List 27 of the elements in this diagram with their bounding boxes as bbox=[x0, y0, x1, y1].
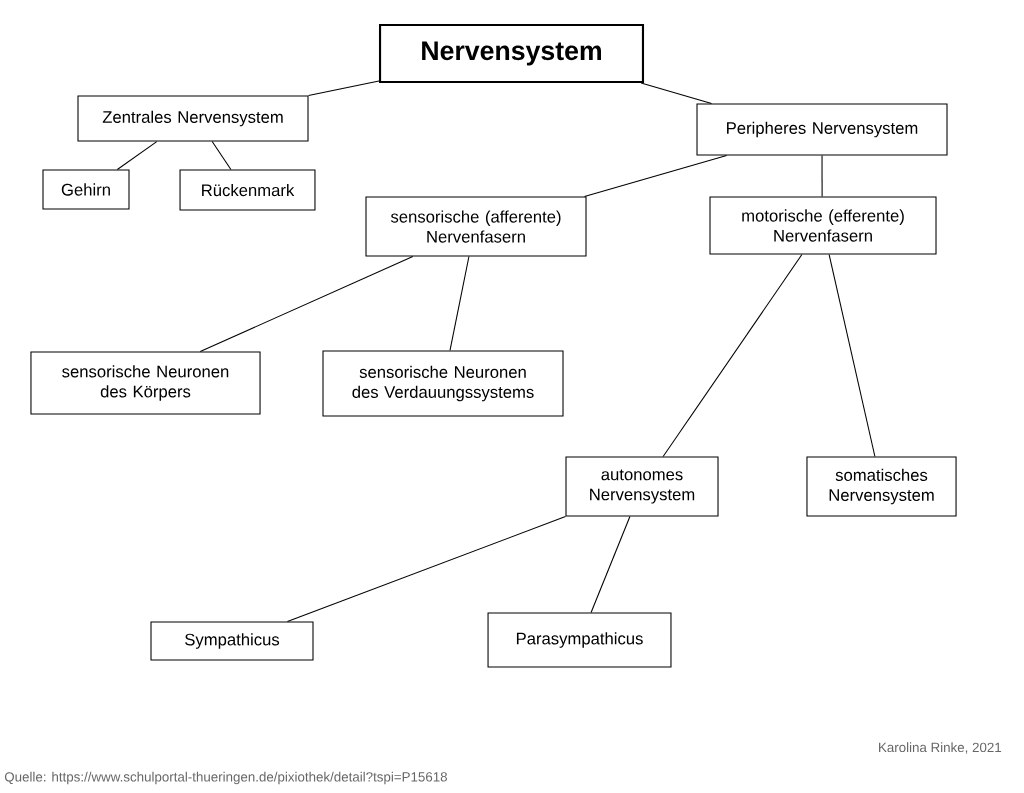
connector-line bbox=[640, 82, 713, 105]
concept-box: sensorische (afferente) Nervenfasern bbox=[365, 196, 587, 257]
concept-box: sensorische Neuronen des Verdauungssystems bbox=[322, 350, 564, 417]
connector-line bbox=[821, 154, 823, 197]
connector-line bbox=[211, 141, 232, 170]
concept-box: Zentrales Nervensystem bbox=[77, 95, 309, 142]
concept-box: Parasympathicus bbox=[487, 612, 672, 668]
concept-box: Sympathicus bbox=[150, 621, 314, 661]
connector-line bbox=[116, 141, 158, 171]
connector-line bbox=[449, 255, 470, 351]
concept-box: Rückenmark bbox=[179, 169, 316, 211]
title-box: Nervensystem bbox=[378, 23, 645, 84]
connector-line bbox=[828, 254, 876, 458]
connector-line bbox=[662, 254, 803, 458]
source-note: Quelle: https://www.schulportal-thueringen.de/pixiothek/detail?tspi=P15618 bbox=[4, 771, 447, 785]
credit-text: Karolina Rinke, 2021 bbox=[879, 742, 1002, 754]
concept-box: autonomes Nervensystem bbox=[565, 456, 719, 517]
concept-box: somatisches Nervensystem bbox=[806, 456, 957, 517]
concept-box: Peripheres Nervensystem bbox=[696, 103, 948, 156]
concept-box: Gehirn bbox=[42, 169, 130, 210]
concept-box: motorische (efferente) Nervenfasern bbox=[709, 196, 937, 255]
connector-line bbox=[308, 80, 380, 96]
concept-box: sensorische Neuronen des Körpers bbox=[30, 351, 261, 415]
connector-line bbox=[199, 255, 414, 352]
connector-line bbox=[584, 154, 728, 198]
connector-line bbox=[590, 515, 631, 613]
connector-line bbox=[286, 515, 566, 622]
